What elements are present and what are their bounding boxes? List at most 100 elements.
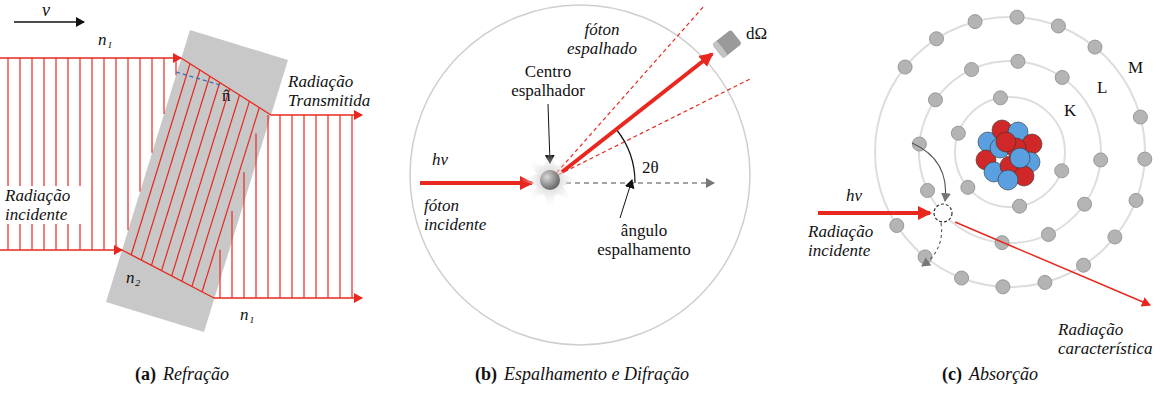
ray — [0, 57, 181, 58]
ejection-arrow — [922, 223, 942, 266]
electron — [1078, 197, 1092, 211]
caption-text: Refração — [163, 364, 229, 384]
wavefront — [91, 58, 92, 250]
sphere — [410, 5, 750, 345]
wavefront — [151, 58, 152, 153]
absorption-panel — [818, 10, 1152, 305]
leader-line — [620, 180, 632, 218]
wavefront — [182, 95, 240, 281]
normal-line — [176, 72, 220, 85]
wavefront — [339, 115, 340, 298]
velocity-arrow — [14, 21, 84, 22]
nucleon — [996, 132, 1016, 152]
ray — [181, 58, 271, 115]
electron — [1011, 54, 1025, 68]
electron-shells — [875, 17, 1145, 287]
caption: (b) Espalhamento e Difração — [475, 362, 689, 386]
shell-label: L — [1097, 78, 1107, 97]
electron — [951, 126, 965, 140]
wavefront — [131, 64, 190, 255]
angle-arc — [616, 129, 635, 183]
beam-label: Radiação Transmitida — [288, 72, 378, 110]
reference-line — [566, 182, 714, 183]
shell — [919, 61, 1101, 243]
normal-vector: n̂ — [222, 86, 231, 105]
electron — [1041, 227, 1055, 241]
electron — [1133, 110, 1147, 124]
caption-text: Espalhamento e Difração — [504, 364, 689, 384]
electron — [1129, 193, 1143, 207]
electron — [929, 32, 943, 46]
wavefront — [202, 108, 259, 292]
wavefront — [163, 58, 164, 114]
scattering-panel — [410, 5, 752, 345]
electrons — [890, 10, 1152, 294]
nucleon — [998, 170, 1018, 190]
wavefront — [279, 115, 280, 298]
wavefront — [255, 133, 256, 298]
velocity-symbol: v — [42, 1, 50, 20]
wavefront — [327, 115, 328, 298]
wavefront — [115, 58, 116, 250]
angle-symbol: 2θ — [642, 158, 659, 177]
shell-label: M — [1128, 58, 1143, 77]
wavefront — [192, 101, 249, 286]
incident-photon — [420, 181, 532, 185]
electron — [1077, 258, 1091, 272]
caption-letter: (b) — [475, 364, 497, 384]
refractive-index: n₂ — [126, 268, 140, 287]
vacancy — [934, 204, 952, 222]
wavefront — [219, 250, 220, 298]
beam-label: Radiação incidente — [5, 186, 87, 224]
photon-energy: hν — [432, 150, 448, 169]
caption: (a) Refração — [135, 362, 229, 386]
shell — [955, 97, 1065, 207]
electron — [993, 91, 1007, 105]
photon-energy: hν — [846, 186, 862, 205]
electron — [1055, 164, 1069, 178]
ray — [122, 250, 214, 298]
electron — [1051, 19, 1065, 33]
electron — [898, 60, 912, 74]
solid-angle: dΩ — [746, 24, 767, 43]
beam-label: Radiação característica — [1058, 320, 1150, 358]
caption-text: Absorção — [969, 364, 1038, 384]
refractive-index: n₁ — [240, 305, 254, 324]
electron — [996, 280, 1010, 294]
scattered-photon — [562, 54, 712, 172]
wavefront — [139, 58, 140, 192]
scatter-center — [540, 170, 560, 190]
nucleon — [1010, 148, 1030, 168]
electron — [918, 250, 932, 264]
wavefront — [351, 115, 352, 298]
electron — [1013, 199, 1027, 213]
electron — [955, 271, 969, 285]
electron — [921, 183, 935, 197]
caption: (c) Absorção — [942, 362, 1038, 386]
slab — [106, 30, 288, 332]
detector — [712, 30, 742, 59]
ray — [0, 249, 122, 250]
part-label: Centro espalhador — [503, 62, 593, 100]
electron — [1138, 152, 1152, 166]
photon-label: fóton espalhado — [558, 20, 646, 58]
wavefront — [243, 172, 244, 298]
transition-arrow — [912, 143, 946, 201]
angle-label: ângulo espalhamento — [596, 221, 692, 259]
shell — [875, 17, 1145, 287]
photon-label: fóton incidente — [424, 196, 496, 234]
caption-letter: (a) — [135, 364, 156, 384]
refraction-panel — [0, 22, 362, 332]
electron — [1038, 275, 1052, 289]
refractive-index: n₁ — [98, 30, 112, 49]
beam-label: Radiação incidente — [808, 222, 888, 260]
incident-radiation — [818, 211, 930, 215]
wavefront — [103, 58, 104, 250]
electron — [890, 219, 904, 233]
caption-letter: (c) — [942, 364, 962, 384]
wavefront — [127, 58, 128, 230]
ray — [214, 297, 362, 298]
wavefront — [303, 115, 304, 298]
wavefront — [291, 115, 292, 298]
